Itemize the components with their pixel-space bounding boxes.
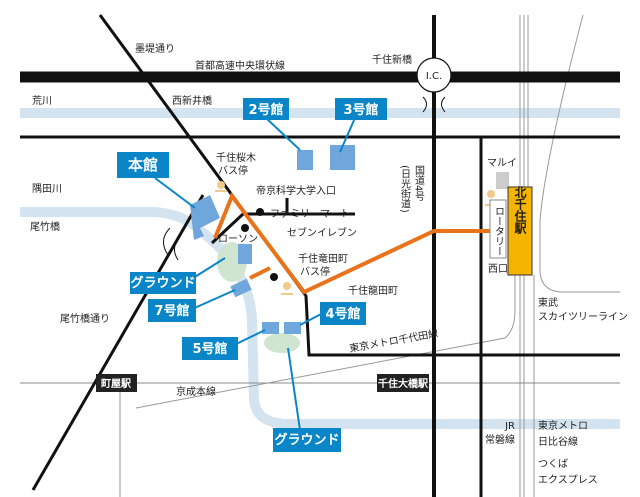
kitasenju-label: 北千住駅 (513, 185, 527, 235)
tatsuta-busstop-1: 千住竜田町 (298, 252, 348, 265)
hibiya-label-1: 東京メトロ (538, 419, 588, 432)
ic-label: I.C. (426, 71, 442, 82)
seven-label: セブンイレブン (287, 226, 357, 239)
rotary-label: ロータリー (493, 206, 505, 256)
ground1-label-box[interactable] (130, 272, 196, 294)
odakebashi-label: 尾竹橋 (30, 220, 60, 233)
sakuragi-busstop-1: 千住桜木 (216, 151, 256, 164)
ground1-label: グラウンド (130, 275, 195, 291)
b2-label-box[interactable] (243, 98, 289, 120)
arakawa-label: 荒川 (32, 95, 52, 107)
buildings (190, 145, 355, 334)
rotary (489, 199, 507, 259)
route4-label: 国道4号 (413, 165, 425, 202)
b2-label: 2号館 (248, 102, 283, 118)
b7-label: 7号館 (154, 303, 189, 319)
chiyoda-line-label: 東京メトロ千代田線 (348, 327, 439, 355)
hibiya-label-2: 日比谷線 (538, 435, 578, 448)
keisei-label: 京成本線 (176, 385, 216, 398)
bokutei-label: 墨堤通り (135, 43, 175, 55)
sumida-label: 隅田川 (32, 183, 62, 195)
marui-building (496, 172, 509, 189)
b3-label-box[interactable] (335, 98, 387, 120)
b5-label-box[interactable] (182, 337, 238, 360)
tobu-label-2: スカイツリーライン (538, 311, 628, 323)
teikyo-entrance-label: 帝京科学大学入口 (256, 184, 336, 197)
familymart-dot (256, 208, 264, 216)
lawson-dot (241, 224, 249, 232)
honkan-label: 本館 (128, 156, 158, 174)
ground2-label-box[interactable] (273, 428, 341, 452)
tx-label-2: エクスプレス (538, 474, 598, 486)
machiya-label: 町屋駅 (101, 378, 132, 390)
honkan-label-box[interactable] (117, 152, 169, 178)
jr-label-1: JR (504, 421, 515, 432)
senju-ohashi-station[interactable] (377, 374, 429, 392)
nishiarai-label: 西新井橋 (172, 94, 212, 107)
b3-label: 3号館 (343, 102, 378, 118)
nikko-label: (日光街道) (399, 165, 411, 213)
nishiguchi-label: 西口 (488, 264, 508, 275)
familymart-label: ファミリーマート (270, 209, 350, 220)
senju-ohashi-label: 千住大橋駅 (378, 377, 429, 390)
interchange-marker (416, 57, 452, 93)
b4-label: 4号館 (325, 306, 360, 322)
walking-route-branch (249, 266, 271, 280)
odakebashi-dori-label: 尾竹橋通り (60, 312, 110, 325)
tatsutacho-label: 千住龍田町 (348, 284, 398, 297)
senju-shinbashi-label: 千住新橋 (372, 53, 412, 66)
ground-2 (264, 333, 300, 353)
arakawa-river (20, 108, 620, 118)
seven-dot (270, 273, 278, 281)
b7-label-box[interactable] (148, 299, 196, 322)
marui-label: マルイ (487, 158, 517, 169)
b4-label-box[interactable] (320, 302, 366, 325)
expressway-label: 首都高速中央環状線 (195, 59, 285, 72)
b5-label: 5号館 (192, 341, 227, 357)
tatsuta-busstop-2: バス停 (300, 265, 330, 278)
machiya-station[interactable] (96, 374, 137, 392)
lawson-label: ローソン (218, 234, 258, 245)
tx-label-1: つくば (538, 458, 568, 470)
ground2-label: グラウンド (274, 432, 339, 448)
sakuragi-busstop-2: バス停 (218, 164, 248, 177)
kitasenju-station[interactable] (507, 186, 533, 276)
roads (20, 14, 620, 497)
tobu-label-1: 東武 (538, 296, 558, 309)
walking-route (213, 191, 490, 295)
jr-label-2: 常磐線 (485, 433, 515, 446)
